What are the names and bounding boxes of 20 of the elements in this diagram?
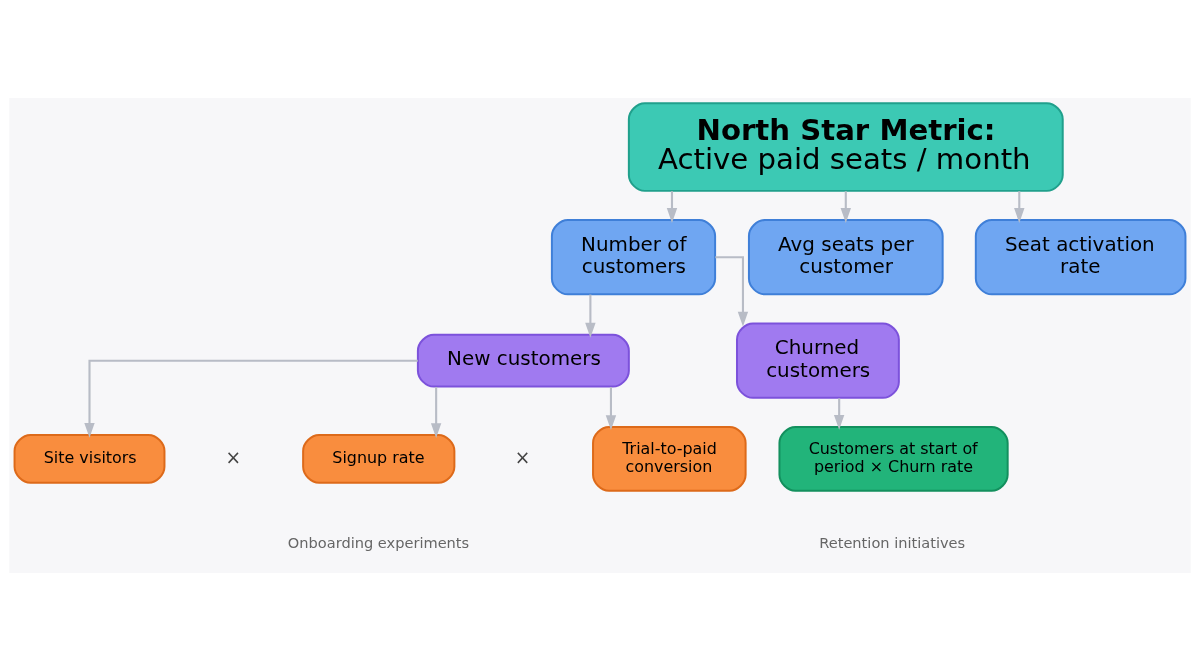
node-box: Customers at start of period × Churn rate (778, 425, 1009, 492)
label: × (225, 446, 242, 468)
node-box: Number of customers (550, 218, 717, 295)
arrow (585, 294, 596, 338)
node-box: Seat activation rate (974, 218, 1187, 295)
node-label: Onboarding experiments (287, 533, 470, 551)
node-label: Retention initiatives (819, 533, 966, 551)
arrow (430, 386, 442, 438)
node-box: Signup rate (302, 433, 456, 484)
node-box: Site visitors (13, 433, 166, 484)
node-box: Trial-to-paid conversion (592, 425, 747, 492)
label: × (514, 446, 531, 468)
node-box: North Star Metric: Active paid seats / month (627, 101, 1064, 192)
node-box: Churned customers (736, 322, 900, 399)
arrow (833, 397, 845, 430)
arrow (84, 359, 418, 438)
arrow (715, 255, 749, 327)
node-box: Avg seats per customer (747, 218, 944, 295)
arrow (605, 386, 617, 430)
node-box: New customers (416, 333, 630, 388)
